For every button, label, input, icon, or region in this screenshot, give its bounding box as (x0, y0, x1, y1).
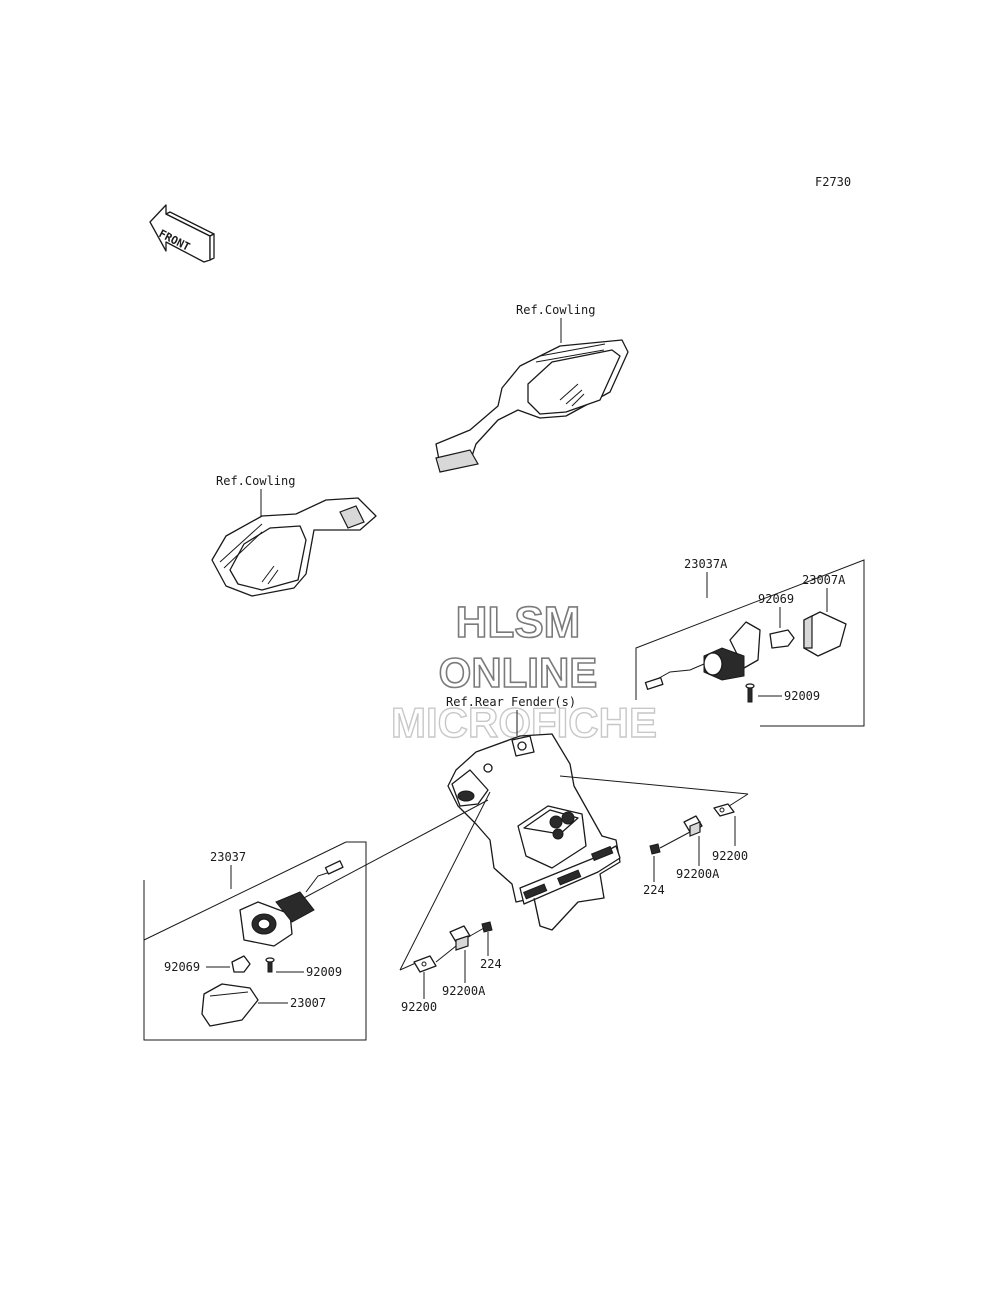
label-23007a: 23007A (802, 573, 846, 587)
label-92069-left: 92069 (164, 960, 200, 974)
label-23037: 23037 (210, 850, 246, 864)
label-92200a-right: 92200A (676, 867, 720, 881)
label-92200a-left: 92200A (442, 984, 486, 998)
front-arrow-icon: FRONT (149, 204, 215, 263)
watermark: HLSM ONLINE MICROFICHE (390, 597, 657, 747)
figure-id: F2730 (815, 175, 851, 189)
left-mirror: Ref.Cowling (211, 474, 377, 597)
left-signal-group: 23037 92069 92009 23007 (143, 799, 489, 1041)
label-92009-left: 92009 (306, 965, 342, 979)
ref-cowling-right: Ref.Cowling (516, 303, 595, 317)
label-92200-right: 92200 (712, 849, 748, 863)
right-mirror: Ref.Cowling (435, 303, 629, 473)
label-92200-left: 92200 (401, 1000, 437, 1014)
watermark-online: ONLINE (439, 649, 598, 696)
fasteners-right: 92200 92200A 224 (559, 775, 749, 897)
right-signal-group: 23037A 23007A 92069 92009 (635, 557, 865, 727)
label-92069-right: 92069 (758, 592, 794, 606)
rear-fender-bracket (447, 733, 621, 931)
label-23037a: 23037A (684, 557, 728, 571)
label-92009-right: 92009 (784, 689, 820, 703)
label-224-right: 224 (643, 883, 665, 897)
label-224-left: 224 (480, 957, 502, 971)
watermark-hlsm: HLSM (456, 598, 581, 647)
ref-rear-fender: Ref.Rear Fender(s) (446, 695, 576, 709)
fasteners-left: 92200 92200A 224 (399, 791, 502, 1014)
label-23007: 23007 (290, 996, 326, 1010)
ref-cowling-left: Ref.Cowling (216, 474, 295, 488)
